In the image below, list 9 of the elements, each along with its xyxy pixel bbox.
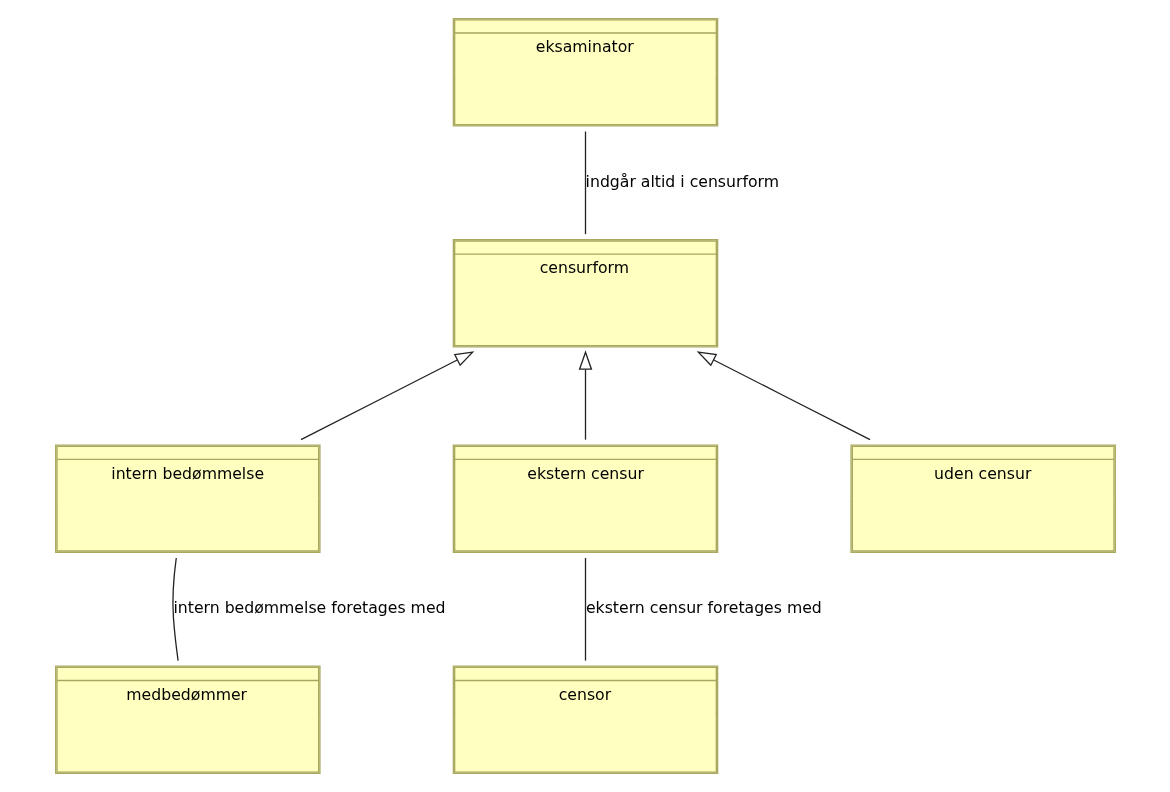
arrow: [299, 351, 474, 441]
edge-label: indgår altid i censurform: [585, 171, 779, 191]
connector: [584, 557, 586, 662]
arrow: [696, 351, 871, 441]
connector: [584, 130, 586, 235]
arrow: [578, 350, 592, 441]
edge-label: intern bedømmelse foretages med: [172, 598, 446, 618]
edge-label: ekstern censur foretages med: [585, 598, 822, 618]
connector: [171, 557, 179, 662]
